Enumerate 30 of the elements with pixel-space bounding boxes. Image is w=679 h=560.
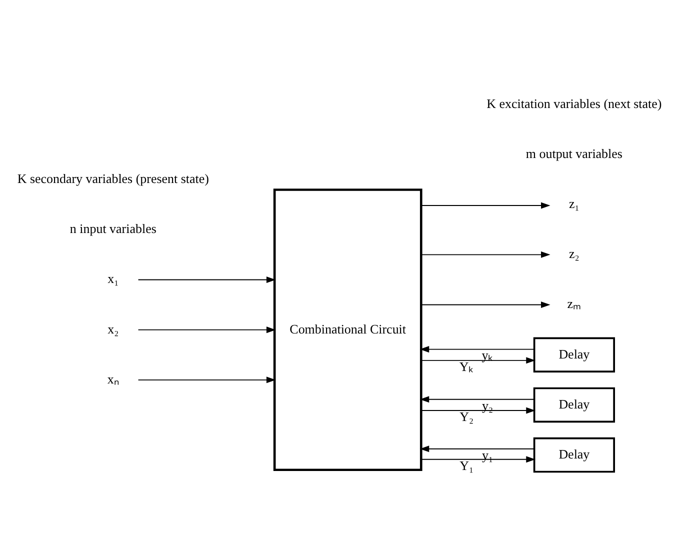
edge-label: y₁ xyxy=(482,446,493,462)
arrow xyxy=(420,301,550,308)
node-text: z₁ xyxy=(569,196,580,211)
arrow xyxy=(420,250,550,258)
edge-label: Yₖ xyxy=(459,358,474,374)
arrow xyxy=(420,406,536,414)
node-box: Delay xyxy=(533,436,615,472)
node-text: xₙ xyxy=(107,370,119,386)
arrow xyxy=(138,376,276,383)
label: m output variables xyxy=(526,145,622,160)
label: n input variables xyxy=(70,220,156,236)
node-box: Delay xyxy=(533,386,615,422)
label: K excitation variables (next state) xyxy=(486,95,662,110)
node-box: Delay xyxy=(533,336,615,372)
arrow xyxy=(420,445,535,452)
label: K secondary variables (present state) xyxy=(17,170,209,186)
node-box: Combinational Circuit xyxy=(273,188,422,471)
node-text: zₘ xyxy=(567,296,582,311)
edge-label: Y₁ xyxy=(460,457,474,472)
arrow xyxy=(420,456,536,462)
node-text: x₂ xyxy=(108,320,119,336)
arrow xyxy=(420,356,536,364)
node-text: x₁ xyxy=(108,270,119,286)
arrow xyxy=(138,326,276,333)
arrow xyxy=(420,346,535,352)
node-text: z₂ xyxy=(569,246,580,261)
arrow xyxy=(420,396,535,402)
arrow xyxy=(138,276,276,282)
arrow xyxy=(420,202,550,208)
edge-label: Y₂ xyxy=(460,408,474,424)
